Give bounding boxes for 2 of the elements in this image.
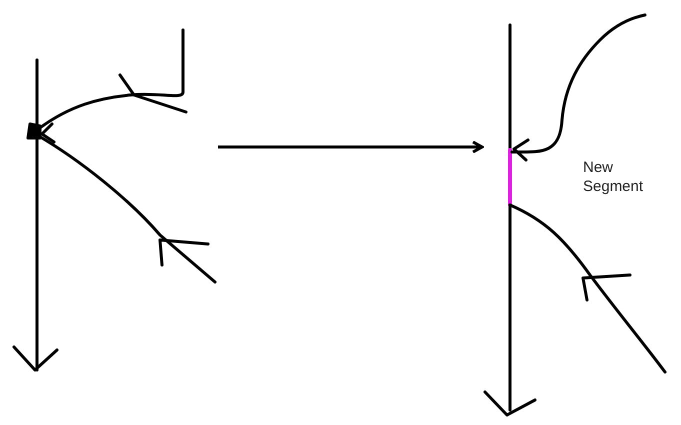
segment-label: New Segment [583, 158, 644, 196]
arrow [218, 140, 484, 154]
